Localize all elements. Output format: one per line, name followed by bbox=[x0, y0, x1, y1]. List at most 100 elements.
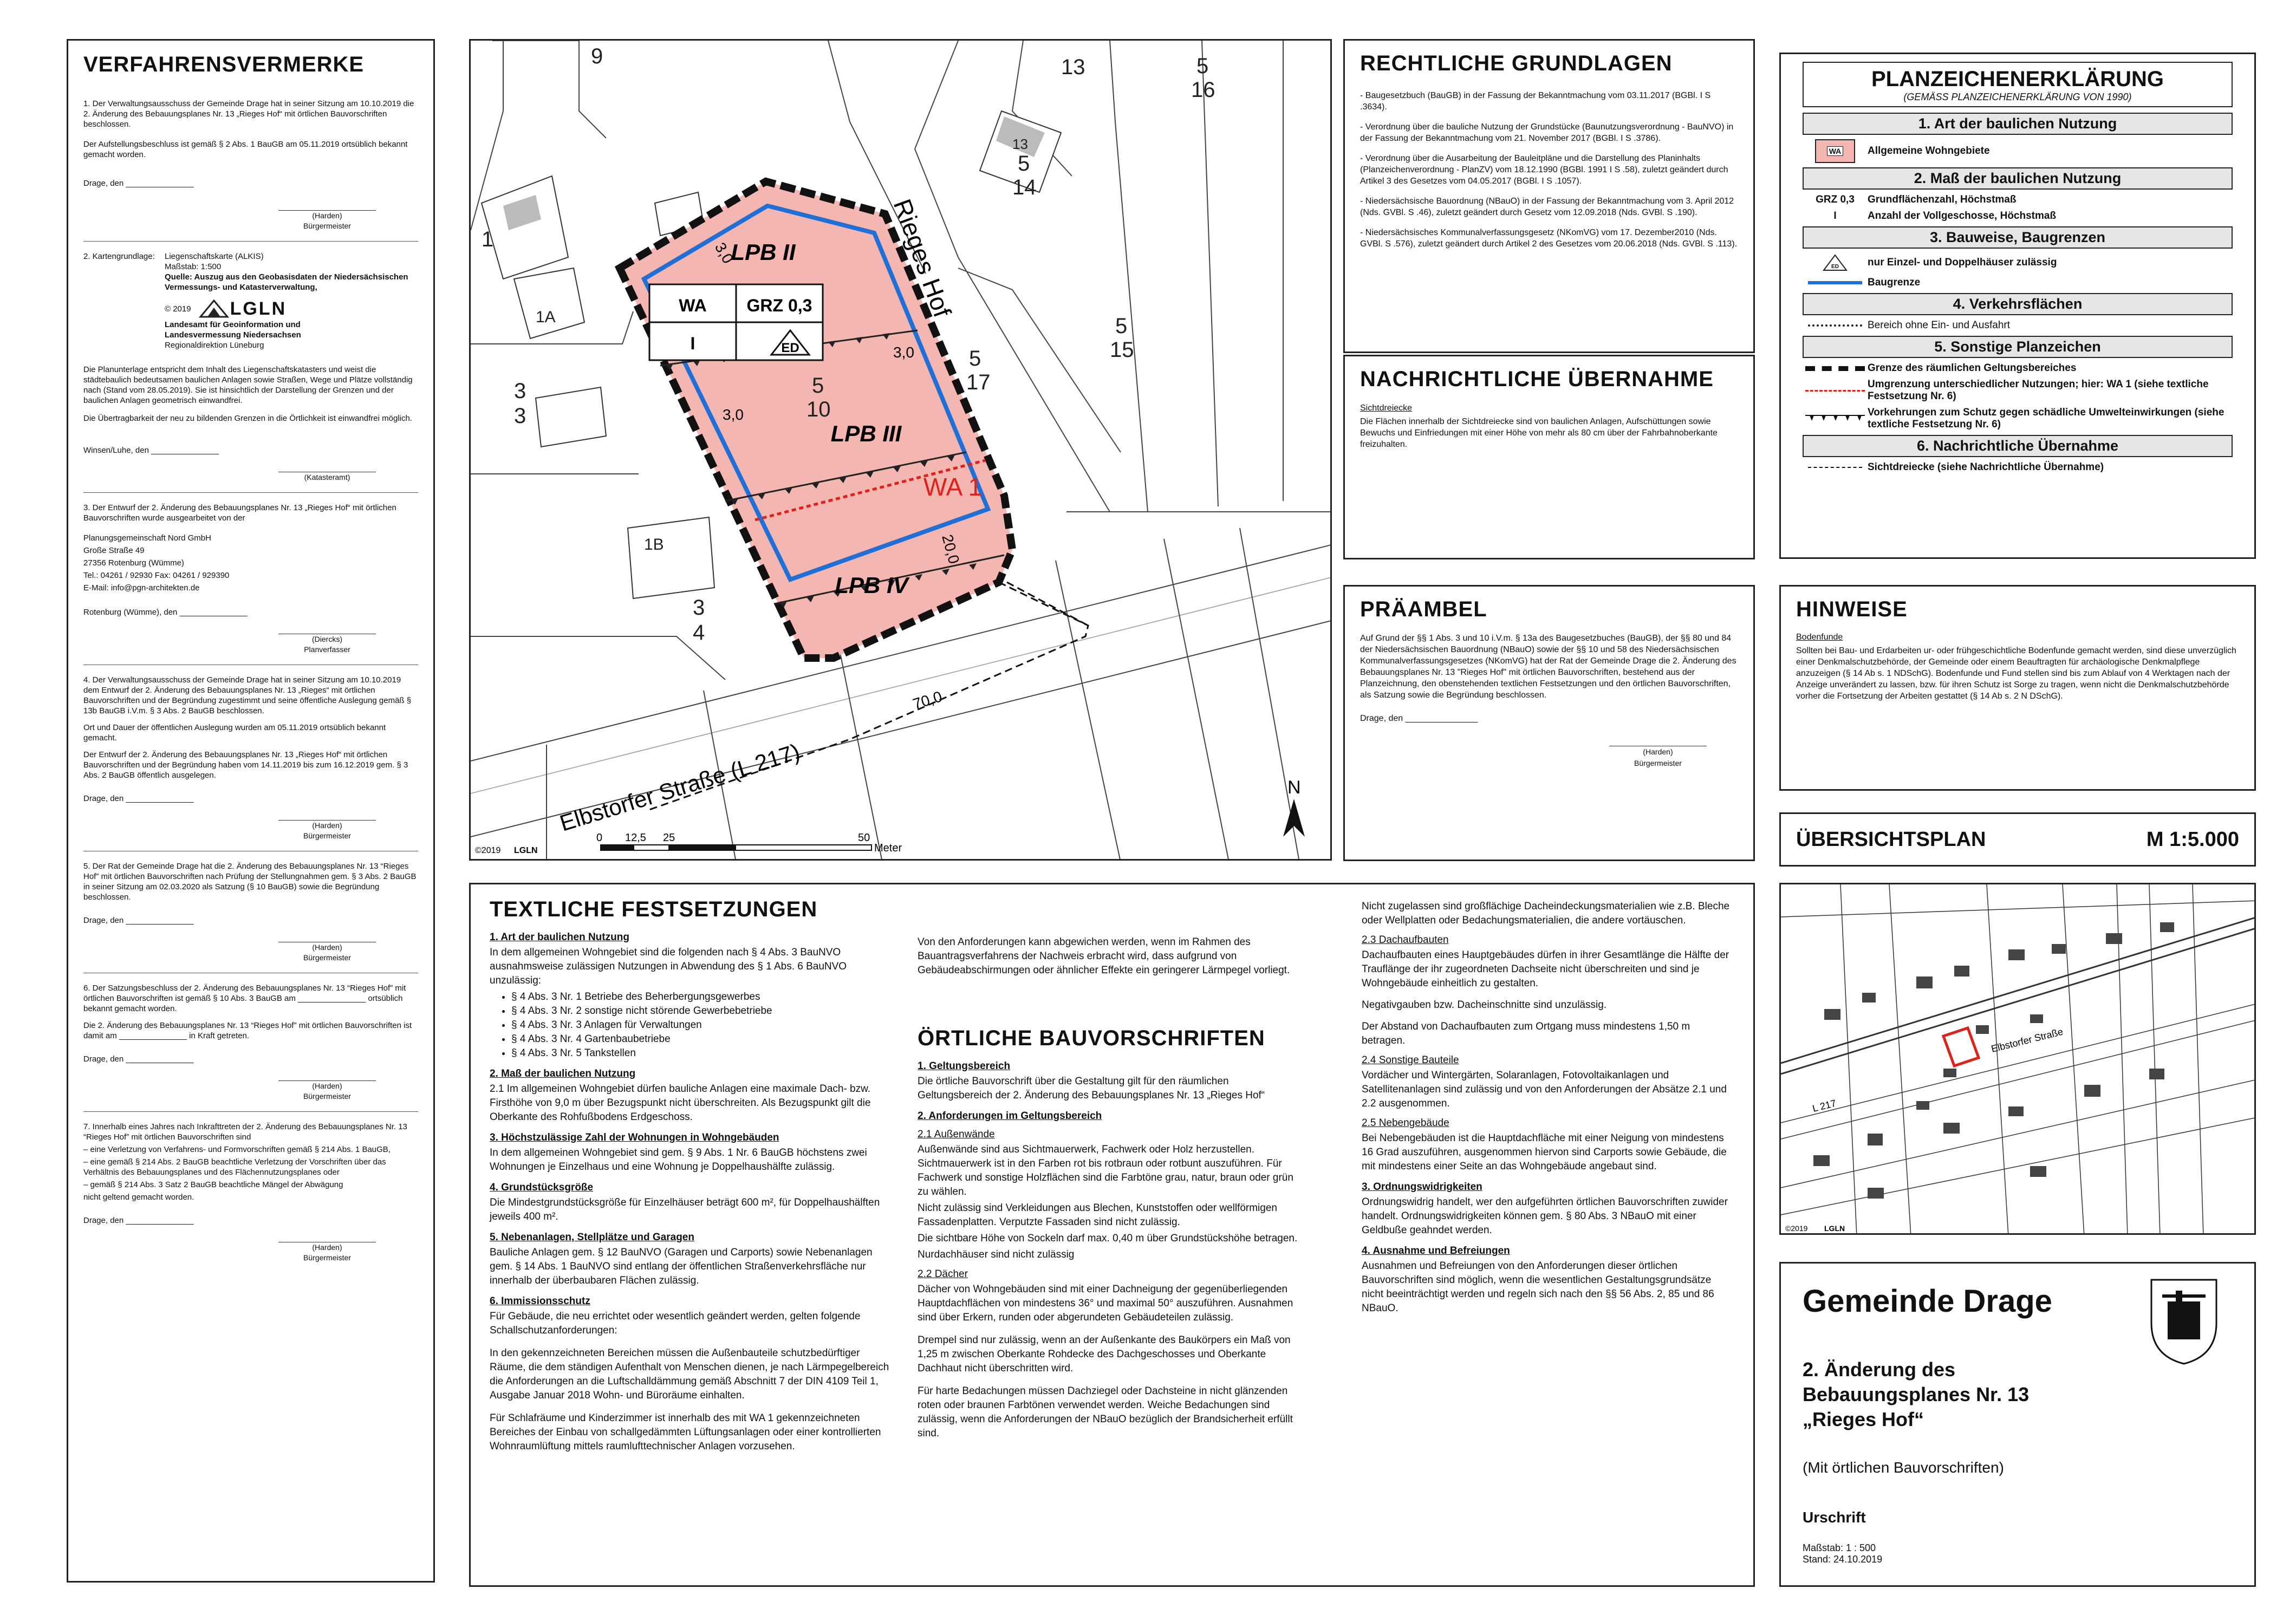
scale-bar bbox=[600, 844, 872, 851]
panel-title: HINWEISE bbox=[1796, 597, 1908, 621]
date-line: Drage, den _______________ bbox=[1360, 714, 1478, 723]
legend-row-ed: ED nur Einzel- und Doppelhäuser zulässig bbox=[1803, 253, 2233, 272]
uebersichtsplan-map: Elbstorfer Straße L 217 ©2019 LGLN bbox=[1779, 883, 2256, 1235]
parcel-number: 1B bbox=[644, 536, 664, 554]
legend-row-einfahrt: Bereich ohne Ein- und Ausfahrt bbox=[1803, 320, 2233, 331]
parcel-number: 3 bbox=[693, 596, 705, 620]
sub-heading: 2.5 Nebengebäude bbox=[1362, 1117, 1449, 1129]
vermerk-3: 3. Der Entwurf der 2. Änderung des Bebau… bbox=[83, 503, 396, 654]
sub-heading: Bodenfunde bbox=[1796, 633, 1843, 642]
section-heading: 4. Grundstücksgröße bbox=[490, 1182, 594, 1193]
gemeinde-title: Gemeinde Drage bbox=[1803, 1284, 2052, 1319]
paragraph: Die Flächen innerhalb der Sichtdreiecke … bbox=[1360, 417, 1718, 449]
legend-heading: 5. Sonstige Planzeichen bbox=[1803, 336, 2233, 358]
paragraph: Auf Grund der §§ 1 Abs. 3 und 10 i.V.m. … bbox=[1360, 634, 1736, 700]
parcel-number: 4 bbox=[693, 621, 705, 645]
nutz-i-label: I bbox=[691, 334, 695, 353]
section-heading: 5. Nebenanlagen, Stellplätze und Garagen bbox=[490, 1232, 694, 1243]
legend-heading: 1. Art der baulichen Nutzung bbox=[1803, 113, 2233, 135]
plan-area-marker bbox=[1941, 1026, 1981, 1068]
sub-heading: 2.2 Dächer bbox=[918, 1268, 968, 1280]
recht-item: - Verordnung über die bauliche Nutzung d… bbox=[1360, 122, 1734, 143]
column-3: Nicht zugelassen sind großflächige Dache… bbox=[1362, 884, 1735, 1318]
stand-label: Stand: 24.10.2019 bbox=[1803, 1554, 1883, 1565]
scale-tick: 0 bbox=[596, 832, 602, 844]
dim-label: 70,0 bbox=[911, 688, 944, 713]
dim-label: 3,0 bbox=[893, 344, 914, 361]
section-heading: 3. Höchstzulässige Zahl der Wohnungen in… bbox=[490, 1132, 779, 1143]
planzeichnung-map: WA GRZ 0,3 I ED LPB II LPB III LPB IV WA… bbox=[469, 39, 1332, 861]
section-heading: 2. Maß der baulichen Nutzung bbox=[490, 1068, 636, 1079]
recht-item: - Niedersächsisches Kommunalverfassungsg… bbox=[1360, 228, 1738, 249]
rechtliche-grundlagen-panel: RECHTLICHE GRUNDLAGEN - Baugesetzbuch (B… bbox=[1343, 39, 1755, 353]
parcel-number: 14 bbox=[1012, 175, 1037, 199]
lpb4-label: LPB IV bbox=[835, 572, 909, 598]
scale-label: M 1:5.000 bbox=[2146, 828, 2239, 851]
geltungsbereich-border bbox=[614, 177, 1017, 662]
recht-item: - Baugesetzbuch (BauGB) in der Fassung d… bbox=[1360, 91, 1711, 112]
parcel-number: 15 bbox=[1110, 338, 1134, 362]
north-arrow-icon bbox=[1283, 799, 1305, 837]
legend-row-grenze: Grenze des räumlichen Geltungsbereiches bbox=[1803, 362, 2233, 374]
title-line: 2. Änderung des bbox=[1803, 1358, 1956, 1381]
section-heading: 4. Ausnahme und Befreiungen bbox=[1362, 1245, 1510, 1257]
panel-title: PRÄAMBEL bbox=[1360, 597, 1487, 621]
map-copyright: ©2019 bbox=[475, 846, 500, 855]
sub-heading: 2.1 Außenwände bbox=[918, 1129, 995, 1140]
verfahrensvermerke-panel: VERFAHRENSVERMERKE 1. Der Verwaltungsaus… bbox=[67, 39, 435, 1583]
festsetzungen-panel: TEXTLICHE FESTSETZUNGEN 1. Art der bauli… bbox=[469, 883, 1755, 1587]
vermerk-2: 2. Kartengrundlage: Liegenschaftskarte (… bbox=[83, 252, 413, 481]
column-2: Von den Anforderungen kann abgewichen we… bbox=[918, 884, 1302, 1443]
scale-tick: 50 bbox=[858, 832, 870, 844]
recht-item: - Niedersächsische Bauordnung (NBauO) in… bbox=[1360, 197, 1734, 217]
parcel-number: 3 bbox=[514, 404, 526, 428]
section-heading: 6. Immissionsschutz bbox=[490, 1296, 590, 1307]
schutz-line-icon bbox=[1805, 415, 1865, 421]
panel-title: ÖRTLICHE BAUVORSCHRIFTEN bbox=[918, 1026, 1265, 1050]
subtitle: (Mit örtlichen Bauvorschriften) bbox=[1803, 1459, 2004, 1476]
column-1: TEXTLICHE FESTSETZUNGEN 1. Art der bauli… bbox=[490, 884, 890, 1456]
nutz-ed-label: ED bbox=[781, 341, 799, 355]
overview-copyright: ©2019 bbox=[1785, 1224, 1808, 1233]
coat-of-arms-icon bbox=[2150, 1279, 2217, 1365]
parcel-number: 10 bbox=[806, 398, 831, 421]
legend-row-vorkehrungen: Vorkehrungen zum Schutz gegen schädliche… bbox=[1803, 407, 2233, 431]
lgln-logo-icon bbox=[198, 299, 229, 318]
parcel-number: 5 bbox=[1018, 152, 1030, 175]
overview-lgln: LGLN bbox=[1824, 1224, 1845, 1233]
overview-street: Elbstorfer Straße bbox=[1990, 1026, 2064, 1054]
vermerk-4: 4. Der Verwaltungsausschuss der Gemeinde… bbox=[83, 675, 412, 840]
hinweise-panel: HINWEISE Bodenfunde Sollten bei Bau- und… bbox=[1779, 585, 2256, 791]
planzeichenerklaerung-panel: PLANZEICHENERKLÄRUNG (GEMÄSS PLANZEICHEN… bbox=[1779, 53, 2256, 559]
legend-row-umgrenzung: Umgrenzung unterschiedlicher Nutzungen; … bbox=[1803, 379, 2233, 402]
panel-title: RECHTLICHE GRUNDLAGEN bbox=[1360, 51, 1673, 75]
title-line: Bebauungsplanes Nr. 13 bbox=[1803, 1383, 2030, 1405]
north-label: N bbox=[1287, 777, 1301, 798]
map-lgln: LGLN bbox=[514, 846, 538, 855]
legend-heading: 4. Verkehrsflächen bbox=[1803, 293, 2233, 315]
vermerk-7: 7. Innerhalb eines Jahres nach Inkrafttr… bbox=[83, 1122, 407, 1262]
section-heading: 3. Ordnungswidrigkeiten bbox=[1362, 1181, 1482, 1193]
wa1-boundary bbox=[755, 459, 986, 522]
nutz-grz-label: GRZ 0,3 bbox=[747, 296, 812, 315]
baugrenze-swatch bbox=[1808, 281, 1862, 284]
list-item: § 4 Abs. 3 Nr. 2 sonstige nicht störende… bbox=[511, 1004, 890, 1018]
ed-triangle-icon bbox=[1823, 254, 1848, 271]
scale-unit: Meter bbox=[874, 842, 902, 854]
parcel-number: 5 bbox=[812, 374, 824, 398]
nutzungsschablone bbox=[648, 283, 824, 361]
legend-row-sicht: Sichtdreiecke (siehe Nachrichtliche Über… bbox=[1803, 461, 2233, 473]
legend-heading: 6. Nachrichtliche Übernahme bbox=[1803, 435, 2233, 457]
legend-row-baugrenze: Baugrenze bbox=[1803, 277, 2233, 289]
parcel-number: 17 bbox=[966, 370, 991, 394]
uebersichtsplan-header: ÜBERSICHTSPLAN M 1:5.000 bbox=[1779, 812, 2256, 867]
scale-tick: 25 bbox=[663, 832, 675, 844]
list-item: § 4 Abs. 3 Nr. 5 Tankstellen bbox=[511, 1046, 890, 1060]
baugrenze-line bbox=[641, 203, 991, 582]
urschrift-label: Urschrift bbox=[1803, 1509, 1866, 1526]
section-heading: 1. Geltungsbereich bbox=[918, 1060, 1011, 1072]
parcel-number: 13 bbox=[1012, 136, 1028, 152]
title-block: Gemeinde Drage 2. Änderung des Bebauungs… bbox=[1779, 1262, 2256, 1587]
